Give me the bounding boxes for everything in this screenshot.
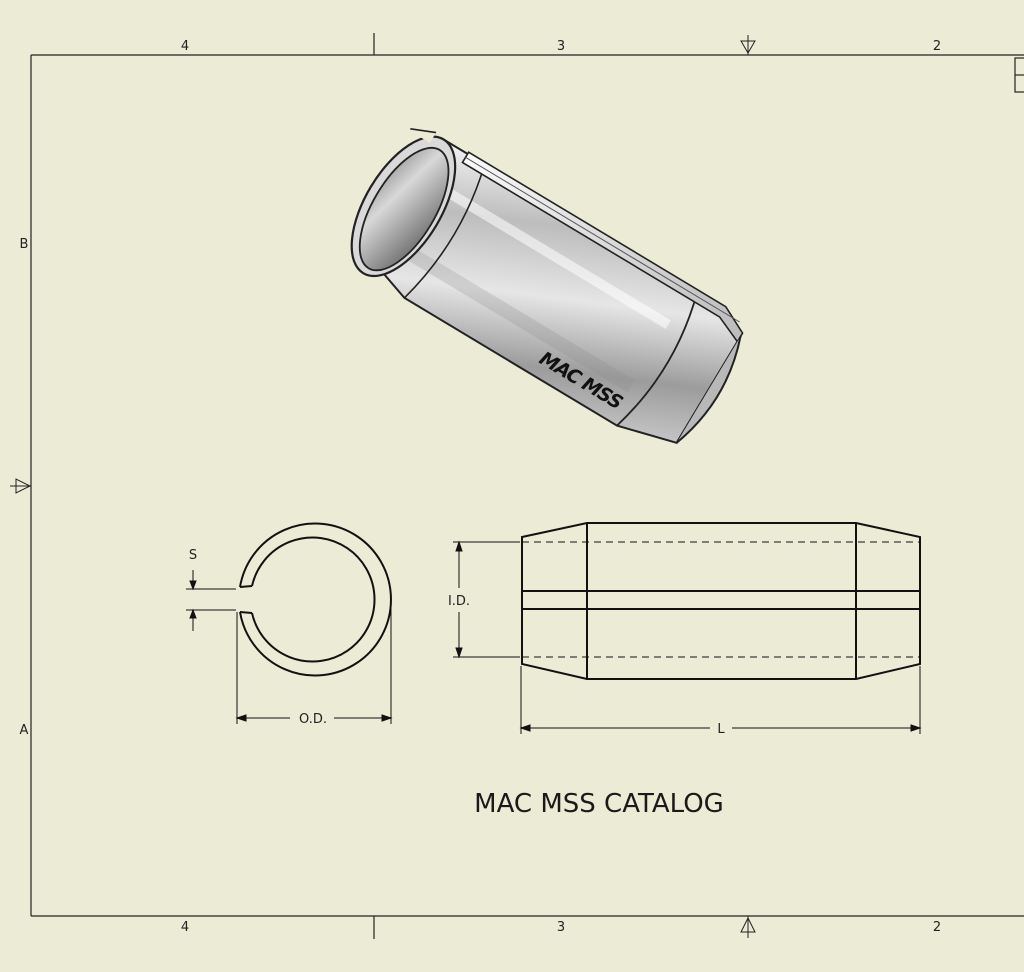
- center-marks: [10, 35, 756, 938]
- column-label-bottom-3: 3: [557, 920, 565, 935]
- column-label-top-3: 3: [557, 39, 565, 54]
- inner-diameter-label: I.D.: [448, 594, 470, 609]
- slot-dimension: [186, 570, 236, 631]
- slot-dimension-label: S: [189, 548, 197, 563]
- row-label-a: A: [20, 723, 29, 738]
- sheet-border: [30, 33, 1024, 939]
- length-label: L: [717, 722, 725, 737]
- column-label-bottom-4: 4: [181, 920, 189, 935]
- catalog-title: MAC MSS CATALOG: [474, 789, 724, 819]
- outer-diameter-label: O.D.: [299, 712, 327, 727]
- column-label-top-2: 2: [933, 39, 941, 54]
- column-label-bottom-2: 2: [933, 920, 941, 935]
- length-dimension: [519, 666, 922, 734]
- side-view: [521, 522, 921, 680]
- row-label-b: B: [20, 237, 29, 252]
- side-view-hidden-lines: [522, 541, 920, 658]
- column-label-top-4: 4: [181, 39, 189, 54]
- end-view: [239, 522, 392, 677]
- isometric-pin-view: MAC MSS: [350, 114, 744, 444]
- outer-diameter-dimension: [235, 600, 393, 724]
- inner-diameter-dimension: [453, 540, 520, 659]
